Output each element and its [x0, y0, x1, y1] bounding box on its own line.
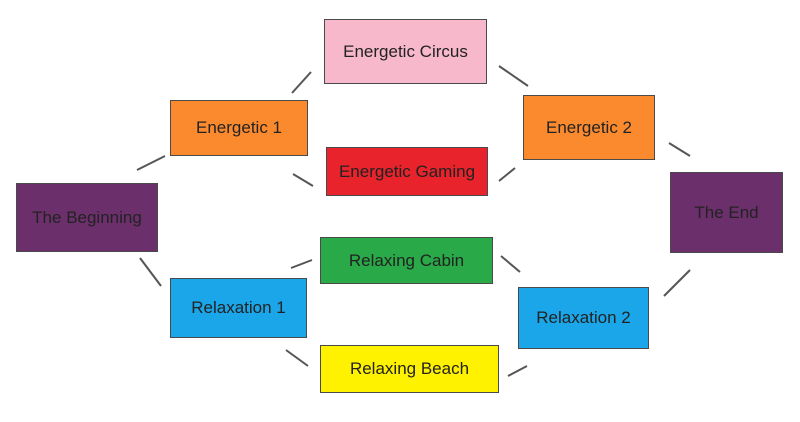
node-label: Energetic 2	[546, 117, 632, 137]
node-the-end: The End	[670, 172, 783, 253]
node-energetic-circus: Energetic Circus	[324, 19, 487, 84]
connector-relaxation1-cabin	[290, 259, 313, 269]
connector-beginning-energetic1	[136, 155, 166, 171]
node-energetic-2: Energetic 2	[523, 95, 655, 160]
node-the-beginning: The Beginning	[16, 183, 158, 252]
node-relaxing-cabin: Relaxing Cabin	[320, 237, 493, 284]
connector-energetic1-circus	[291, 71, 312, 94]
connector-beginning-relaxation1	[139, 257, 162, 287]
node-label: Relaxation 2	[536, 308, 631, 327]
node-label: Relaxing Beach	[349, 359, 470, 378]
node-relaxation-1: Relaxation 1	[170, 278, 307, 338]
connector-energetic1-gaming	[292, 173, 314, 187]
connector-beach-relaxation2	[507, 365, 528, 377]
node-label: Relaxation 1	[191, 298, 286, 317]
node-relaxing-beach: Relaxing Beach	[320, 345, 499, 393]
node-label: Energetic 1	[196, 118, 282, 137]
connector-gaming-energetic2	[498, 167, 516, 182]
connector-relaxation1-beach	[285, 349, 309, 367]
connector-energetic2-end	[668, 142, 691, 157]
node-label: Energetic Gaming	[338, 161, 476, 181]
node-relaxation-2: Relaxation 2	[518, 287, 649, 349]
node-label: The Beginning	[32, 207, 142, 227]
node-label: Relaxing Cabin	[348, 250, 465, 270]
connector-relaxation2-end	[663, 269, 691, 297]
node-label: The End	[694, 202, 759, 222]
node-energetic-gaming: Energetic Gaming	[326, 147, 488, 196]
connector-circus-energetic2	[498, 65, 529, 87]
node-energetic-1: Energetic 1	[170, 100, 308, 156]
connector-cabin-relaxation2	[500, 255, 521, 273]
node-label: Energetic Circus	[343, 41, 468, 61]
